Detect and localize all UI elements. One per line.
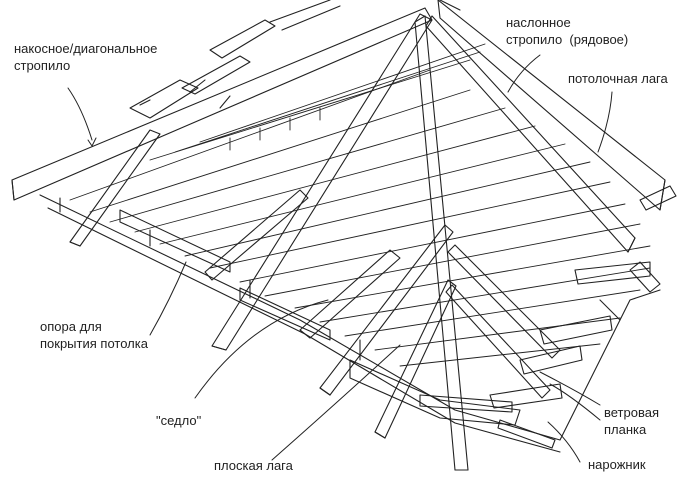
hip-rafter-center: [414, 15, 469, 471]
common-rafter-right: [425, 15, 636, 253]
base-plates: [39, 194, 661, 453]
common-rafter-label-line2a: стропило: [506, 32, 563, 47]
saddle-label: "седло": [156, 413, 202, 428]
wind-board-label: ветровая планка: [604, 404, 659, 438]
ceiling-deck: [69, 43, 651, 367]
common-rafter-label: наслонное стропило (рядовое): [506, 14, 628, 48]
wind-board-label-line2: планка: [604, 422, 647, 437]
common-rafter-label-line1: наслонное: [506, 15, 571, 30]
ceiling-support-label-line2: покрытия потолка: [40, 336, 148, 351]
left-jack-rafters: [69, 19, 309, 281]
common-rafter-label-line2b: (рядовое): [569, 32, 629, 47]
hip-rafter-label-line1: накосное/диагональное: [14, 41, 158, 56]
ceiling-support-label: опора для покрытия потолка: [40, 318, 148, 352]
outrigger-label: нарожник: [588, 457, 646, 472]
hip-rafter-left: [11, 7, 433, 201]
right-jack-rafters: [489, 261, 661, 409]
ceiling-support-label-line1: опора для: [40, 319, 102, 334]
flat-joist-label: плоская лага: [214, 458, 293, 473]
hip-rafter-front: [211, 13, 433, 351]
wind-board-label-line1: ветровая: [604, 405, 660, 420]
ridge-beam: [269, 0, 461, 31]
common-rafter-label-line2: стропило (рядовое): [506, 31, 628, 48]
lower-right-rafters: [445, 244, 561, 449]
ceiling-joist-label: потолочная лага: [568, 71, 668, 86]
leader-lines: [67, 54, 613, 463]
hip-rafter-label: накосное/диагональное стропило: [14, 40, 157, 74]
hip-rafter-label-line2: стропило: [14, 58, 71, 73]
saddle-rafters: [299, 224, 457, 439]
common-rafter-far-right: [437, 0, 677, 211]
